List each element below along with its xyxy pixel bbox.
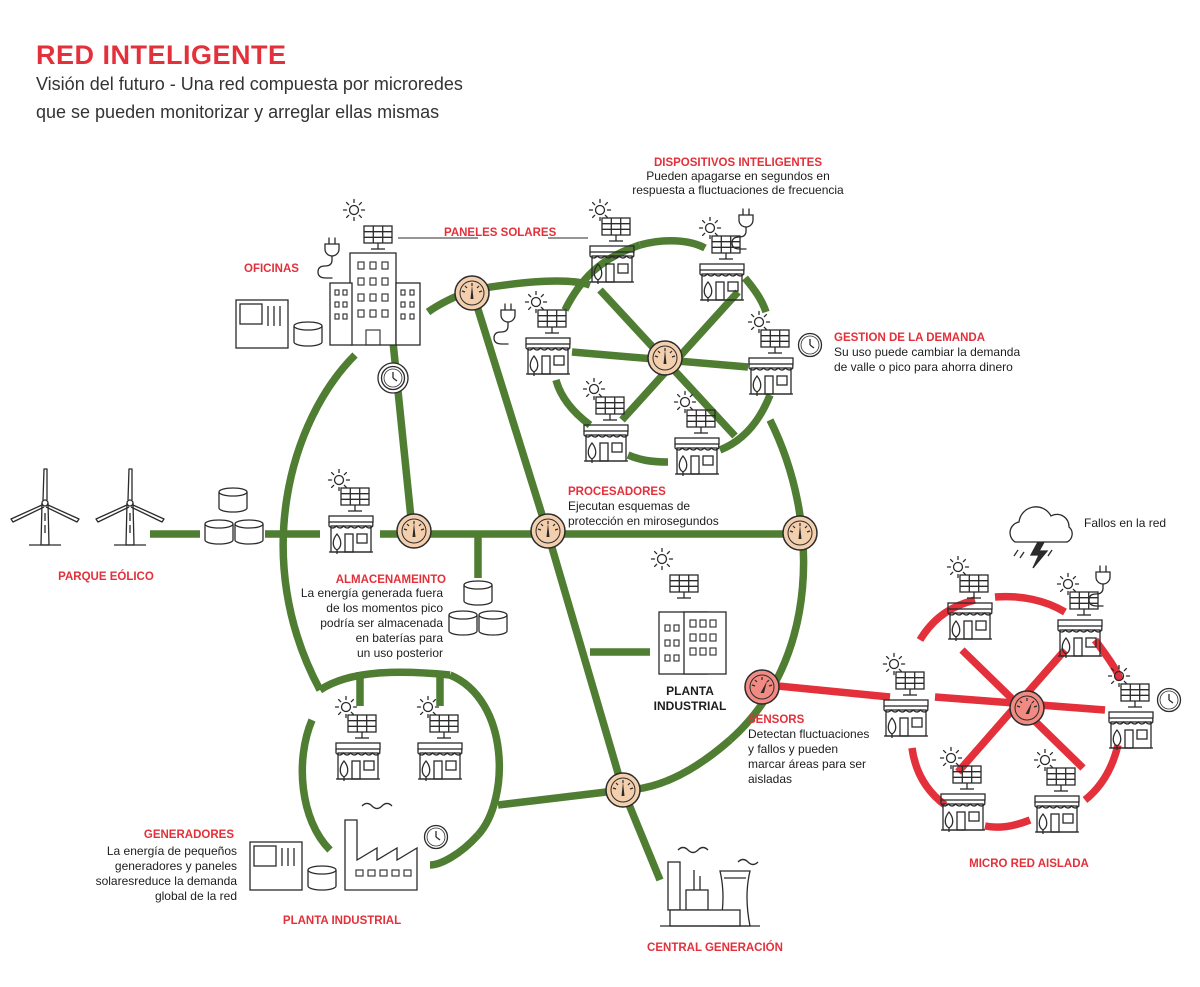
- house-solar-icon: [749, 312, 794, 397]
- clock-icon: [1156, 687, 1182, 713]
- label-planta-industrial-bottom: PLANTA INDUSTRIAL: [283, 915, 401, 927]
- isolated-grid-lines: [777, 592, 1124, 831]
- desc-gestion-1: Su uso puede cambiar la demanda: [834, 345, 1020, 359]
- desc-sensors-3: marcar áreas para ser: [748, 757, 866, 771]
- label-fallos: Fallos en la red: [1084, 516, 1166, 530]
- gauge-node-icon: [605, 772, 641, 808]
- house-solar-icon: [700, 218, 745, 303]
- factory-icon: [249, 802, 418, 891]
- label-micro-red: MICRO RED AISLADA: [969, 858, 1089, 870]
- desc-almacenamiento-1: La energía generada fuera: [301, 586, 443, 600]
- wind-turbine-icon: [10, 468, 80, 546]
- desc-almacenamiento-5: un uso posterior: [357, 646, 443, 660]
- house-solar-icon: [941, 748, 986, 833]
- gauge-node-icon: [782, 515, 818, 551]
- gauge-node-icon: [530, 513, 566, 549]
- label-parque: PARQUE EÓLICO: [58, 570, 154, 583]
- house-solar-icon: [675, 392, 720, 477]
- page-subtitle-line1: Visión del futuro - Una red compuesta po…: [36, 74, 463, 94]
- clock-icon: [797, 332, 823, 358]
- desc-procesadores-1: Ejecutan esquemas de: [568, 499, 690, 513]
- battery-icon: [448, 580, 508, 636]
- label-gestion: GESTION DE LA DEMANDA: [834, 332, 985, 344]
- desc-procesadores-2: protección en mirosegundos: [568, 514, 719, 528]
- house-solar-icon: [526, 292, 571, 377]
- plug-icon: [731, 208, 754, 250]
- storm-cloud-icon: [1009, 506, 1073, 569]
- label-planta-industrial-1: PLANTA: [666, 684, 714, 698]
- desc-sensors-1: Detectan fluctuaciones: [748, 727, 869, 741]
- desc-almacenamiento-4: en baterías para: [356, 631, 444, 645]
- house-solar-icon: [884, 654, 929, 739]
- battery-icon: [204, 487, 264, 545]
- desc-dispositivos-2: respuesta a fluctuaciones de frecuencia: [632, 183, 844, 197]
- battery-icon: [293, 321, 323, 347]
- clock-icon: [377, 362, 409, 394]
- sensor-node-icon: [744, 669, 780, 705]
- house-solar-icon: [329, 470, 374, 555]
- office-building-icon: [650, 547, 727, 675]
- page-subtitle-line2: que se pueden monitorizar y arreglar ell…: [36, 102, 439, 122]
- house-solar-icon: [1109, 666, 1154, 751]
- desc-almacenamiento-3: podría ser almacenada: [320, 616, 443, 630]
- grid-lines: [150, 236, 808, 882]
- desc-sensors-4: aisladas: [748, 772, 792, 786]
- label-almacenamiento: ALMACENAMEINTO: [336, 574, 446, 586]
- page-title: RED INTELIGENTE: [36, 40, 287, 70]
- desc-dispositivos-1: Pueden apagarse en segundos en: [646, 169, 830, 183]
- battery-icon: [307, 865, 337, 891]
- desc-sensors-2: y fallos y pueden: [748, 742, 838, 756]
- house-solar-icon: [418, 697, 463, 782]
- desc-gestion-2: de valle o pico para ahorra dinero: [834, 360, 1013, 374]
- house-solar-icon: [336, 697, 381, 782]
- sensor-node-icon: [1009, 690, 1045, 726]
- label-procesadores: PROCESADORES: [568, 486, 666, 498]
- desc-generadores-4: global de la red: [155, 889, 237, 903]
- desc-generadores-1: La energía de pequeños: [107, 844, 237, 858]
- gauge-node-icon: [454, 275, 490, 311]
- clock-icon: [423, 824, 449, 850]
- desc-generadores-2: generadores y paneles: [115, 859, 237, 873]
- plug-icon: [493, 303, 516, 345]
- label-oficinas: OFICINAS: [244, 263, 299, 275]
- label-planta-industrial-2: INDUSTRIAL: [654, 699, 727, 713]
- label-central: CENTRAL GENERACIÓN: [647, 941, 783, 954]
- label-generadores: GENERADORES: [144, 829, 234, 841]
- label-sensors: SENSORS: [748, 714, 805, 726]
- plug-icon: [1088, 565, 1111, 607]
- desc-generadores-3: solaresreduce la demanda: [96, 874, 238, 888]
- office-building-icon: [235, 198, 421, 349]
- power-plant-icon: [660, 846, 760, 927]
- gauge-node-icon: [396, 513, 432, 549]
- gauge-node-icon: [647, 340, 683, 376]
- desc-almacenamiento-2: de los momentos pico: [326, 601, 443, 615]
- label-paneles: PANELES SOLARES: [444, 227, 557, 239]
- label-dispositivos: DISPOSITIVOS INTELIGENTES: [654, 157, 822, 169]
